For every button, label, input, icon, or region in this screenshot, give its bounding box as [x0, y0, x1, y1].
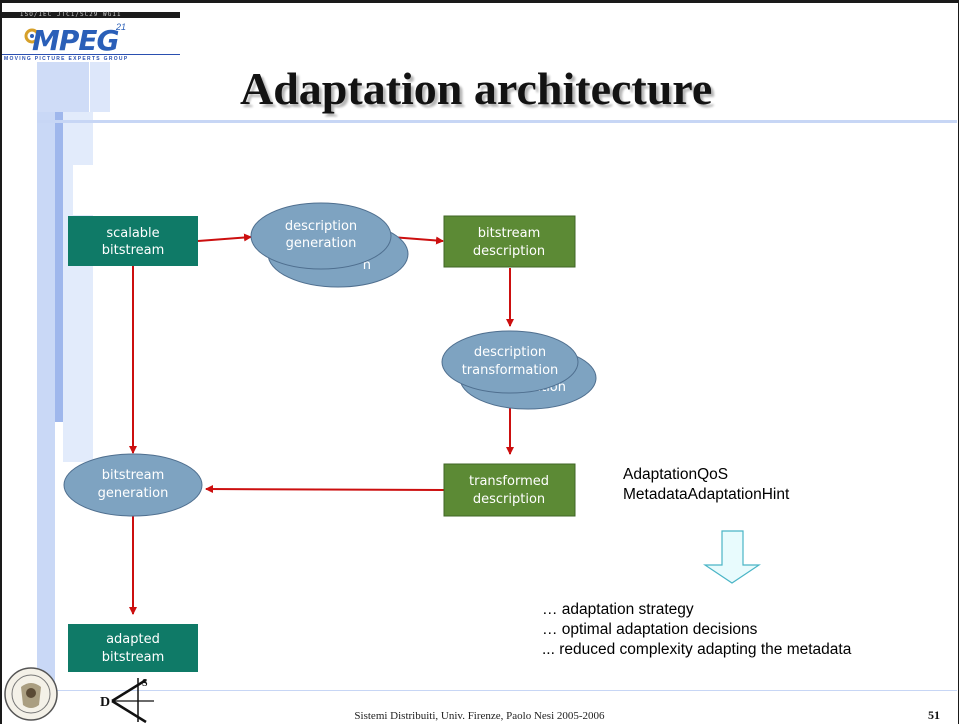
node-description-generation: n description generation — [250, 202, 409, 288]
node-bitstream-description: bitstream description — [443, 215, 576, 268]
tools-line-2: MetadataAdaptationHint — [623, 486, 790, 503]
node-label: transformed — [469, 474, 549, 489]
node-label: description — [474, 345, 546, 360]
node-adapted-bitstream: adapted bitstream — [68, 624, 198, 672]
node-description-transformation: ation description transformation — [441, 330, 597, 410]
mpeg-logo-superscript: 21 — [116, 22, 127, 32]
outcome-item: … adaptation strategy — [542, 601, 694, 618]
mpeg-logo-word: MPEG — [32, 24, 119, 57]
outcome-item: … optimal adaptation decisions — [542, 621, 758, 638]
node-label: bitstream — [478, 226, 541, 241]
svg-text:D: D — [100, 695, 110, 710]
svg-text:S: S — [142, 678, 148, 689]
node-label: generation — [286, 236, 357, 251]
node-label: bitstream — [102, 650, 165, 665]
slide-left-border — [0, 0, 2, 724]
down-arrow-icon — [703, 530, 761, 584]
node-label: bitstream — [102, 468, 165, 483]
arrow-scalable-to-descgen — [197, 233, 252, 242]
node-shadow-label: n — [363, 258, 371, 273]
slide-top-border — [0, 0, 959, 3]
node-label: scalable — [106, 226, 159, 241]
node-label: adapted — [106, 632, 160, 647]
slide-footer: Sistemi Distribuiti, Univ. Firenze, Paol… — [354, 710, 605, 722]
university-seal-icon — [4, 667, 58, 721]
footer-divider — [37, 690, 957, 691]
compass-icon: D S — [100, 678, 154, 724]
deco-bar — [73, 165, 133, 215]
node-label: description — [473, 492, 545, 507]
tools-line-1: AdaptationQoS — [623, 466, 729, 483]
mpeg-swirl-icon — [24, 28, 40, 44]
node-label: description — [473, 244, 545, 259]
mpeg-logo: ISO/IEC JTC1/SC29 WG11 MPEG 21 MOVING PI… — [2, 4, 180, 64]
slide-title: Adaptation architecture — [240, 63, 713, 114]
outcomes-list: … adaptation strategy … optimal adaptati… — [542, 600, 851, 660]
page-number: 51 — [928, 708, 940, 722]
node-label: transformation — [462, 363, 559, 378]
node-label: description — [285, 219, 357, 234]
mpeg-logo-topline: ISO/IEC JTC1/SC29 WG11 — [2, 12, 180, 18]
node-scalable-bitstream: scalable bitstream — [68, 216, 198, 266]
arrow-transdesc-to-bsgen — [205, 485, 445, 494]
node-label: bitstream — [102, 243, 165, 258]
deco-bar — [37, 112, 55, 682]
node-label: generation — [98, 486, 169, 501]
deco-bar — [90, 62, 110, 112]
deco-bar — [55, 112, 63, 422]
node-bitstream-generation: bitstream generation — [63, 453, 203, 517]
mpeg-logo-subtext: MOVING PICTURE EXPERTS GROUP — [2, 54, 180, 62]
outcome-item: ... reduced complexity adapting the meta… — [542, 641, 852, 658]
deco-line — [37, 120, 957, 123]
node-transformed-description: transformed description — [443, 463, 576, 517]
deco-bar — [37, 62, 89, 112]
